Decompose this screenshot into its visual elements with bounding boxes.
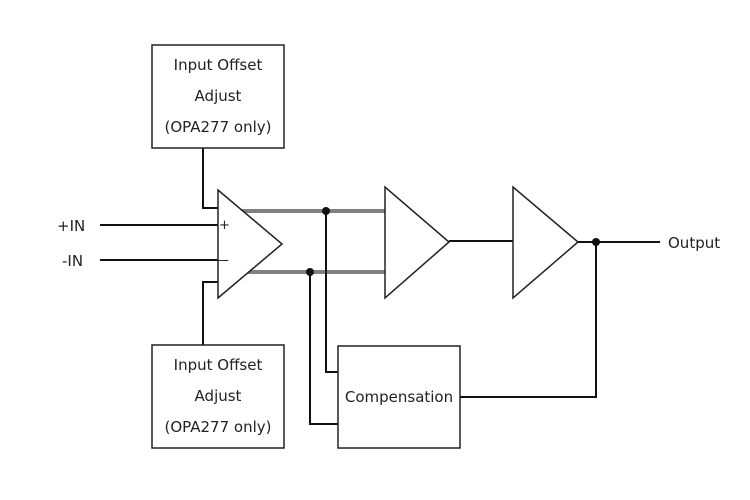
offset-adjust-bottom-line1: Input Offset <box>174 356 263 374</box>
plus-in-label: +IN <box>57 217 85 235</box>
offset-adjust-bottom-line3: (OPA277 only) <box>165 418 272 436</box>
offset-adjust-bottom-line2: Adjust <box>195 387 242 405</box>
comp-feedback <box>460 242 597 398</box>
comp-tap-lower <box>309 272 338 425</box>
offset-adjust-top-line1: Input Offset <box>174 56 263 74</box>
plus-sign: + <box>219 218 230 233</box>
junction-lower-bus <box>306 268 314 276</box>
offset-adjust-top-line3: (OPA277 only) <box>165 118 272 136</box>
minus-in-label: -IN <box>62 252 83 270</box>
offset-adjust-top-box <box>151 44 285 149</box>
minus-sign: — <box>216 253 229 268</box>
top-offset-wire <box>202 148 218 209</box>
offset-adjust-top-line2: Adjust <box>195 87 242 105</box>
compensation-label: Compensation <box>345 388 453 406</box>
compensation-box <box>337 345 461 449</box>
gain-stage-amplifier <box>384 185 451 300</box>
comp-tap-upper <box>325 211 338 373</box>
output-stage-amplifier <box>512 185 580 300</box>
junction-output <box>592 238 600 246</box>
output-label: Output <box>668 234 720 252</box>
offset-adjust-bottom-box <box>151 344 285 449</box>
bottom-offset-wire <box>202 281 218 345</box>
input-stage-amplifier <box>217 188 284 300</box>
junction-upper-bus <box>322 207 330 215</box>
